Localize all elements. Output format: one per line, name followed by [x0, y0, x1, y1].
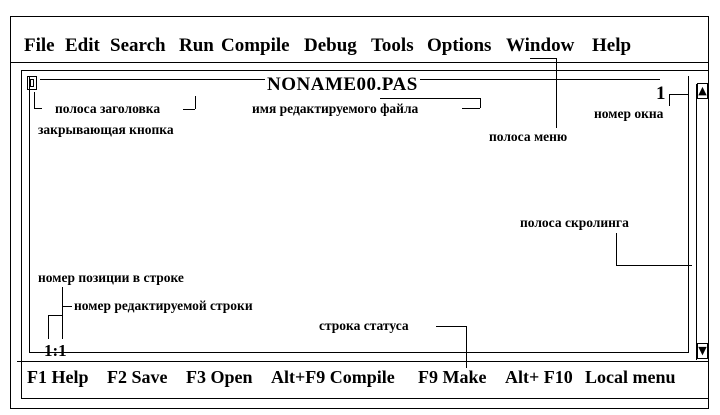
leader-line-menu-bar — [556, 58, 557, 128]
menu-help[interactable]: Help — [592, 35, 632, 56]
annotation-status-line: строка статуса — [319, 318, 409, 333]
leader-line-file-name-top — [380, 98, 480, 99]
leader-line-file-name-up — [480, 98, 481, 108]
title-bar-line-top — [21, 70, 709, 71]
status-line-separator — [17, 361, 709, 362]
scroll-bar-track[interactable] — [696, 84, 697, 360]
window-number: 1 — [656, 83, 666, 104]
edited-file-name: NONAME00.PAS — [265, 74, 420, 96]
menu-run[interactable]: Run — [179, 35, 214, 56]
leader-line-menu-bar-top — [530, 58, 556, 59]
leader-line-file-name — [462, 108, 480, 109]
annotation-edited-line-number: номер редактируемой строки — [74, 298, 253, 313]
leader-line-position-in-line — [62, 287, 63, 339]
annotation-position-in-line: номер позиции в строке — [38, 270, 184, 285]
menu-bar-separator — [10, 62, 709, 63]
annotation-menu-bar: полоса меню — [489, 129, 568, 144]
leader-line-scroll-bar-right — [616, 265, 692, 266]
bottom-frame-line — [21, 398, 708, 399]
status-f3-open[interactable]: F3 Open — [186, 367, 253, 387]
leader-line-status-line-down — [466, 326, 467, 368]
menu-file[interactable]: File — [24, 35, 55, 56]
annotation-edited-file-name: имя редактируемого файла — [252, 101, 419, 116]
status-f2-save[interactable]: F2 Save — [107, 367, 168, 387]
editor-window-inner-frame — [29, 76, 689, 353]
triangle-up-icon: ▲ — [698, 84, 707, 97]
leader-line-status-line — [436, 326, 466, 327]
menu-compile[interactable]: Compile — [221, 35, 290, 56]
leader-line-close-button-tick — [34, 108, 42, 109]
leader-line-title-bar — [183, 109, 195, 110]
cursor-position: 1:1 — [44, 341, 67, 360]
bottom-frame-left — [21, 361, 22, 398]
leader-line-edited-line-label — [62, 306, 72, 307]
menu-window[interactable]: Window — [506, 35, 575, 56]
status-alt-f9-compile[interactable]: Alt+F9 Compile — [271, 367, 395, 387]
close-button[interactable] — [27, 76, 37, 90]
leader-line-title-bar-up — [195, 96, 196, 109]
editor-window-outer-frame — [21, 70, 709, 361]
menu-debug[interactable]: Debug — [304, 35, 357, 56]
status-f9-make[interactable]: F9 Make — [418, 367, 487, 387]
menu-options[interactable]: Options — [427, 35, 492, 56]
leader-line-edited-line-top — [48, 315, 62, 316]
menu-tools[interactable]: Tools — [371, 35, 414, 56]
leader-line-window-number — [670, 94, 688, 95]
annotation-window-number: номер окна — [594, 106, 664, 121]
status-alt-f10[interactable]: Alt+ F10 — [505, 367, 573, 387]
leader-line-close-button — [34, 92, 35, 109]
scroll-up-arrow[interactable]: ▲ — [697, 83, 708, 99]
scroll-down-arrow[interactable]: ▼ — [697, 343, 708, 359]
menu-edit[interactable]: Edit — [65, 35, 100, 56]
leader-line-scroll-bar — [616, 233, 617, 265]
leader-line-edited-line — [48, 315, 49, 339]
annotation-scroll-bar: полоса скролинга — [520, 215, 629, 230]
triangle-down-icon: ▼ — [698, 344, 707, 357]
annotation-close-button: закрывающая кнопка — [38, 122, 174, 137]
menu-search[interactable]: Search — [110, 35, 166, 56]
status-f1-help[interactable]: F1 Help — [27, 367, 89, 387]
annotation-title-bar: полоса заголовка — [55, 101, 161, 116]
leader-line-window-number-down — [669, 94, 670, 106]
status-local-menu[interactable]: Local menu — [585, 367, 676, 387]
